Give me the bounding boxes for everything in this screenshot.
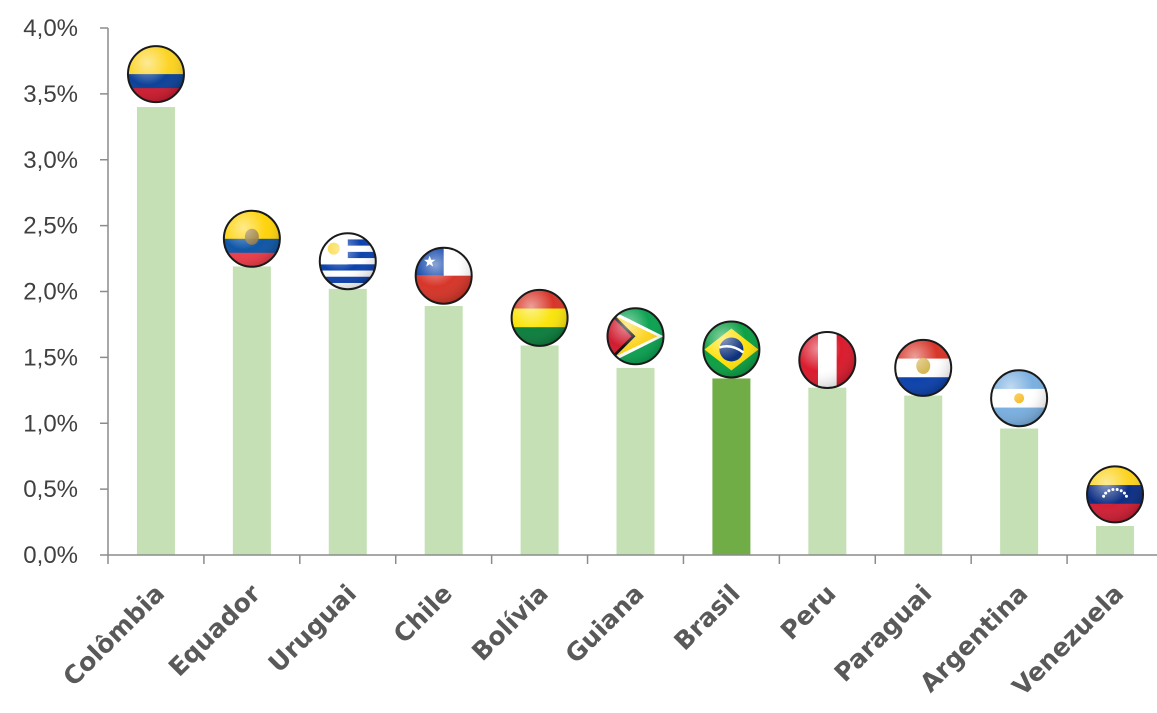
y-tick-label: 3,5% <box>23 81 78 108</box>
ecuador-flag-icon <box>222 209 281 268</box>
venezuela-flag-icon <box>1086 465 1145 524</box>
bars <box>136 107 1135 556</box>
bar-uruguai <box>328 288 367 555</box>
y-tick-label: 1,5% <box>23 344 78 371</box>
colombia-flag-icon <box>126 45 185 104</box>
bolivia-flag-icon <box>510 288 569 347</box>
y-axis: 0,0% 0,5% 1,0% 1,5% 2,0% 2,5% 3,0% 3,5% 4,0% <box>23 15 109 569</box>
bar-colômbia <box>136 107 175 556</box>
category-label: Equador <box>163 578 267 682</box>
category-label: Colômbia <box>57 579 170 692</box>
peru-flag-icon <box>798 331 857 390</box>
y-tick-label: 3,0% <box>23 147 78 174</box>
brazil-flag-icon <box>702 320 761 379</box>
bar-venezuela <box>1096 526 1135 555</box>
bar-argentina <box>1000 428 1039 555</box>
flag-markers <box>126 45 1145 524</box>
category-label: Guiana <box>560 579 650 669</box>
bar-bolívia <box>520 345 559 555</box>
y-tick-label: 1,0% <box>23 410 78 437</box>
category-label: Chile <box>388 579 458 649</box>
category-label: Bolívia <box>466 579 554 667</box>
guyana-flag-icon <box>606 307 665 366</box>
y-tick-label: 0,5% <box>23 476 78 503</box>
uruguay-flag-icon <box>318 232 377 291</box>
bar-chile <box>424 305 463 555</box>
argentina-flag-icon <box>990 369 1049 428</box>
category-label: Uruguai <box>263 579 362 678</box>
y-tick-label: 0,0% <box>23 542 78 569</box>
bar-guiana <box>616 367 655 555</box>
bar-peru <box>808 387 847 555</box>
bar-brasil <box>712 378 751 555</box>
chile-flag-icon <box>414 246 473 305</box>
y-tick-label: 4,0% <box>23 15 78 42</box>
bar-equador <box>232 266 271 555</box>
category-label: Peru <box>775 579 842 646</box>
y-tick-label: 2,0% <box>23 279 78 306</box>
category-label: Brasil <box>668 579 745 656</box>
paraguay-flag-icon <box>894 338 953 397</box>
bar-paraguai <box>904 395 943 555</box>
y-tick-label: 2,5% <box>23 213 78 240</box>
